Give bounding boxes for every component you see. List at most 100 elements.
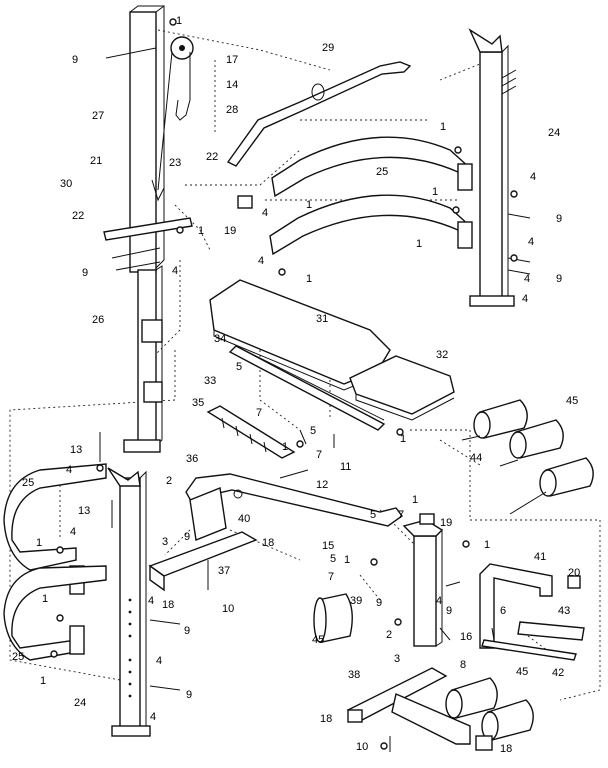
- callout-1: 1: [282, 441, 288, 453]
- callout-45: 45: [566, 395, 578, 407]
- callout-4: 4: [150, 711, 156, 723]
- callout-18: 18: [162, 599, 174, 611]
- callout-30: 30: [60, 178, 72, 190]
- callout-5: 5: [330, 553, 336, 565]
- callout-1: 1: [400, 433, 406, 445]
- callout-1: 1: [432, 186, 438, 198]
- roller-bars-42-43: [481, 621, 585, 661]
- callout-22: 22: [72, 210, 84, 222]
- callout-9: 9: [184, 625, 190, 637]
- callout-43: 43: [558, 605, 570, 617]
- callout-18: 18: [320, 713, 332, 725]
- callout-14: 14: [226, 79, 238, 91]
- callout-4: 4: [522, 293, 528, 305]
- callout-16: 16: [460, 631, 472, 643]
- upright-post-left-bottom: [107, 467, 151, 737]
- callout-7: 7: [328, 571, 334, 583]
- callout-4: 4: [436, 595, 442, 607]
- callout-36: 36: [186, 453, 198, 465]
- callout-9: 9: [376, 597, 382, 609]
- callout-10: 10: [222, 603, 234, 615]
- callout-34: 34: [214, 333, 226, 345]
- callout-1: 1: [344, 554, 350, 566]
- callout-25: 25: [376, 166, 388, 178]
- callout-4: 4: [524, 273, 530, 285]
- callout-25: 25: [12, 651, 24, 663]
- callout-27: 27: [92, 110, 104, 122]
- callout-4: 4: [528, 236, 534, 248]
- callout-15: 15: [322, 540, 334, 552]
- rollers-45: [313, 399, 594, 741]
- leg-extension-41: [479, 563, 553, 649]
- callout-1: 1: [198, 225, 204, 237]
- callout-35: 35: [192, 397, 204, 409]
- callout-4: 4: [258, 255, 264, 267]
- pulley-assembly: [151, 36, 194, 202]
- callout-11: 11: [340, 461, 351, 473]
- callout-23: 23: [169, 157, 181, 169]
- callout-33: 33: [204, 375, 216, 387]
- callout-1: 1: [36, 537, 42, 549]
- front-leg-37: [148, 487, 258, 592]
- callout-3: 3: [394, 653, 400, 665]
- callout-8: 8: [460, 659, 466, 671]
- callout-6: 6: [500, 605, 506, 617]
- upright-post-right-top: [468, 28, 517, 307]
- callout-1: 1: [440, 121, 446, 133]
- callout-20: 20: [568, 567, 580, 579]
- callout-37: 37: [218, 565, 230, 577]
- callout-31: 31: [316, 313, 328, 325]
- callout-24: 24: [548, 127, 560, 139]
- rear-post-39: [402, 519, 444, 647]
- callout-4: 4: [262, 207, 268, 219]
- callout-9: 9: [556, 273, 562, 285]
- callout-2: 2: [386, 629, 392, 641]
- callout-18: 18: [262, 537, 274, 549]
- callout-7: 7: [256, 407, 262, 419]
- callout-4: 4: [172, 265, 178, 277]
- callout-13: 13: [70, 444, 82, 456]
- callout-1: 1: [40, 675, 46, 687]
- callout-25: 25: [22, 477, 34, 489]
- callout-21: 21: [90, 155, 102, 167]
- callout-9: 9: [556, 213, 562, 225]
- callout-9: 9: [184, 531, 190, 543]
- rear-base-38: [346, 667, 471, 745]
- callout-5: 5: [236, 361, 242, 373]
- callout-4: 4: [148, 595, 154, 607]
- callout-10: 10: [356, 741, 368, 753]
- callout-1: 1: [484, 539, 490, 551]
- callout-19: 19: [224, 225, 236, 237]
- lat-bar-29: [226, 61, 412, 167]
- callout-45: 45: [312, 634, 324, 646]
- bar-30: [103, 217, 193, 241]
- callout-9: 9: [186, 689, 192, 701]
- callout-4: 4: [530, 171, 536, 183]
- callout-26: 26: [92, 314, 104, 326]
- callout-45: 45: [516, 666, 528, 678]
- callout-42: 42: [552, 667, 564, 679]
- callout-1: 1: [306, 273, 312, 285]
- callout-2: 2: [166, 475, 172, 487]
- callout-1: 1: [416, 238, 422, 250]
- end-caps: [237, 195, 581, 751]
- callout-44: 44: [470, 452, 482, 464]
- callout-3: 3: [162, 536, 168, 548]
- callout-39: 39: [350, 595, 362, 607]
- callout-7: 7: [316, 449, 322, 461]
- bent-frame-25-bottom: [3, 463, 107, 661]
- callout-1: 1: [412, 494, 418, 506]
- callout-38: 38: [348, 669, 360, 681]
- bent-frame-25-top: [269, 136, 473, 256]
- callout-1: 1: [176, 15, 182, 27]
- callout-28: 28: [226, 104, 238, 116]
- callout-9: 9: [82, 267, 88, 279]
- callout-9: 9: [446, 605, 452, 617]
- callout-13: 13: [78, 505, 90, 517]
- callout-29: 29: [322, 42, 334, 54]
- hardware: [50, 18, 531, 752]
- seat-pad-32: [349, 355, 455, 421]
- callout-24: 24: [74, 697, 86, 709]
